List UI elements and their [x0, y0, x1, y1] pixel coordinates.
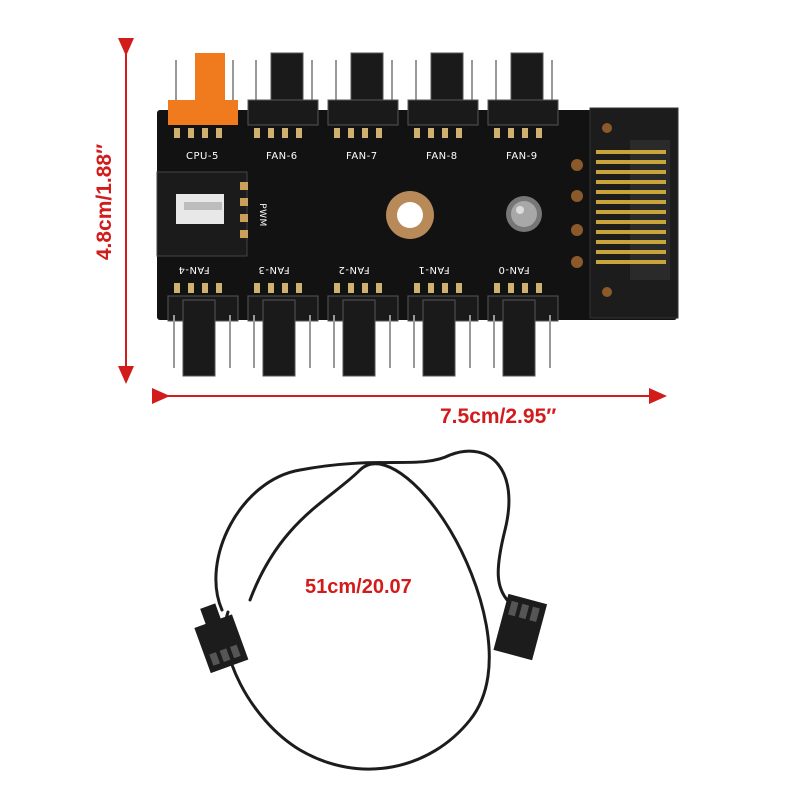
label-cpu-5: CPU-5: [186, 151, 219, 162]
header-fan-9: [487, 52, 559, 138]
label-fan-2: FAN-2: [338, 264, 370, 275]
header-fan-7: [327, 52, 399, 138]
label-fan-9: FAN-9: [506, 151, 538, 162]
cable-length-label: 51cm/20.07: [305, 576, 412, 598]
cable-plug-left: [194, 603, 249, 674]
top-fan-headers: [168, 52, 559, 138]
header-fan-0: [487, 283, 559, 377]
header-fan-6: [247, 52, 319, 138]
label-fan-0: FAN-0: [498, 264, 530, 275]
label-fan-8: FAN-8: [426, 151, 458, 162]
width-dimension-label: 7.5cm/2.95″: [440, 405, 557, 428]
fan-hub-pcb: [156, 107, 679, 320]
label-fan-4: FAN-4: [178, 264, 210, 275]
header-fan-2: [327, 283, 399, 377]
header-fan-1: [407, 283, 479, 377]
header-fan-8: [407, 52, 479, 138]
label-fan-1: FAN-1: [418, 264, 450, 275]
height-dimension-label: 4.8cm/1.88″: [93, 143, 116, 261]
extension-cable: [214, 449, 514, 771]
header-fan-4: [167, 283, 239, 377]
header-cpu-5: [168, 53, 238, 138]
label-fan-7: FAN-7: [346, 151, 378, 162]
label-pwm: PWM: [256, 203, 267, 227]
label-fan-6: FAN-6: [266, 151, 298, 162]
label-fan-3: FAN-3: [258, 264, 290, 275]
bottom-fan-headers: [167, 283, 559, 377]
header-fan-3: [247, 283, 319, 377]
cable-plug-right: [493, 593, 548, 661]
